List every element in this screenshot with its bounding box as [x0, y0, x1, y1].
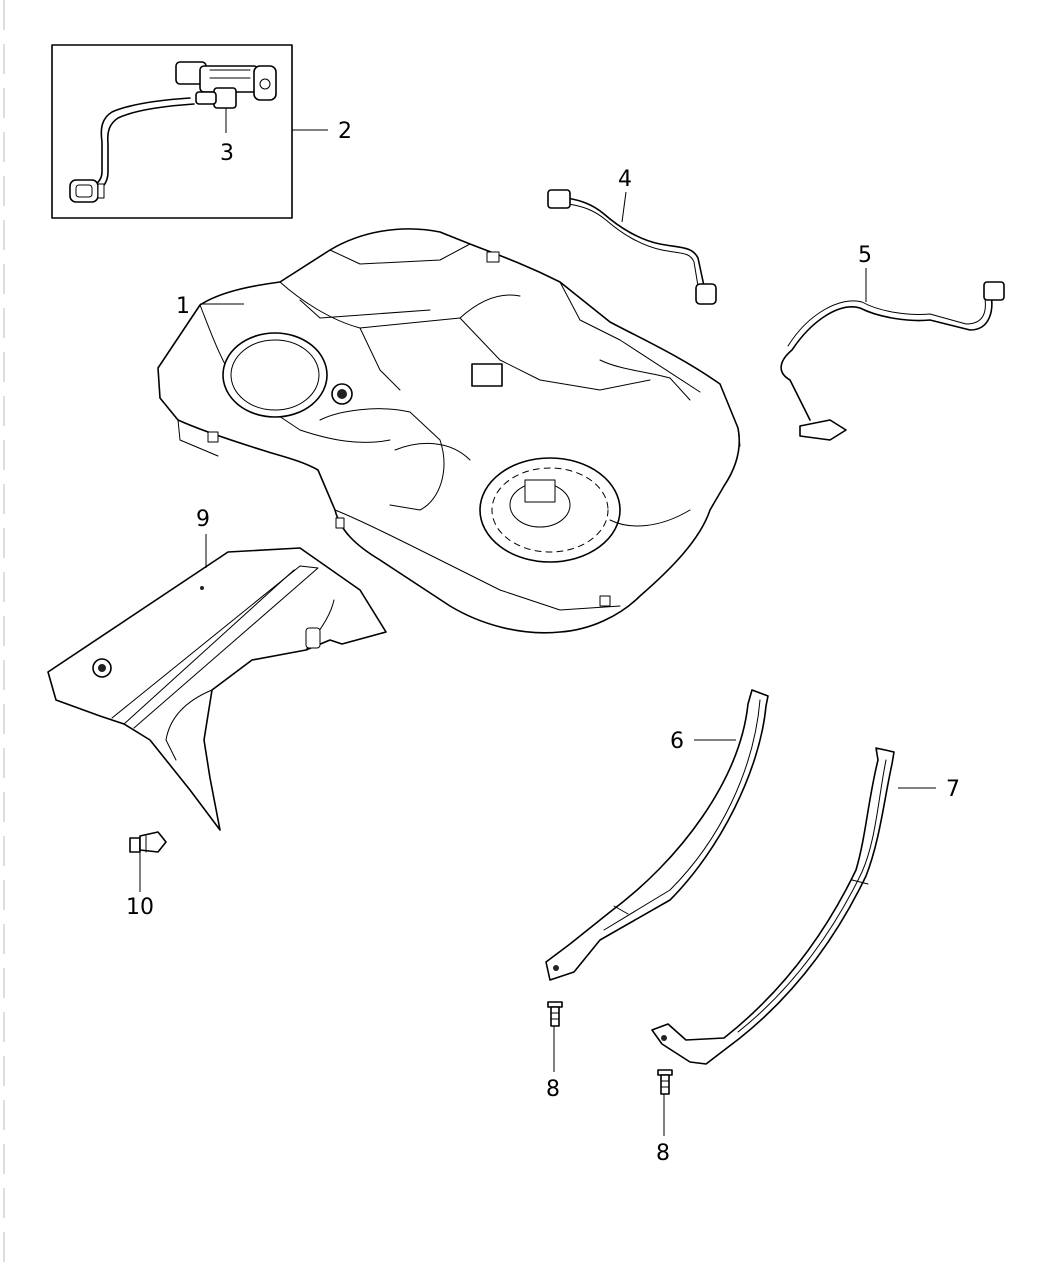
push-pin-fastener: [129, 831, 167, 853]
callout-7: 7: [946, 777, 960, 802]
heat-shield: [47, 547, 387, 831]
callout-6: 6: [670, 729, 684, 754]
connector-icon: [695, 283, 717, 305]
callout-8b: 8: [656, 1141, 670, 1166]
bolt-8a: [547, 1001, 563, 1027]
callout-8a: 8: [546, 1077, 560, 1102]
callout-9: 9: [196, 507, 210, 532]
callout-5: 5: [858, 243, 872, 268]
valve-assembly-icon: [175, 61, 277, 109]
inset-detail-box: [51, 44, 328, 219]
bolt-8b: [657, 1069, 673, 1095]
connector-icon: [547, 189, 571, 209]
callout-2: 2: [338, 119, 352, 144]
callout-1: 1: [176, 294, 190, 319]
callout-3: 3: [220, 141, 234, 166]
wiring-harness-4: [547, 189, 717, 305]
connector-icon: [799, 419, 847, 441]
connector-icon: [69, 179, 105, 203]
wiring-harness-5: [780, 281, 1005, 441]
callout-10: 10: [126, 895, 154, 920]
fuel-tank: [157, 228, 741, 634]
tank-strap-7: [651, 747, 895, 1065]
tank-strap-6: [545, 689, 769, 981]
connector-icon: [983, 281, 1005, 301]
callout-4: 4: [618, 167, 632, 192]
leader-4: [621, 191, 627, 223]
